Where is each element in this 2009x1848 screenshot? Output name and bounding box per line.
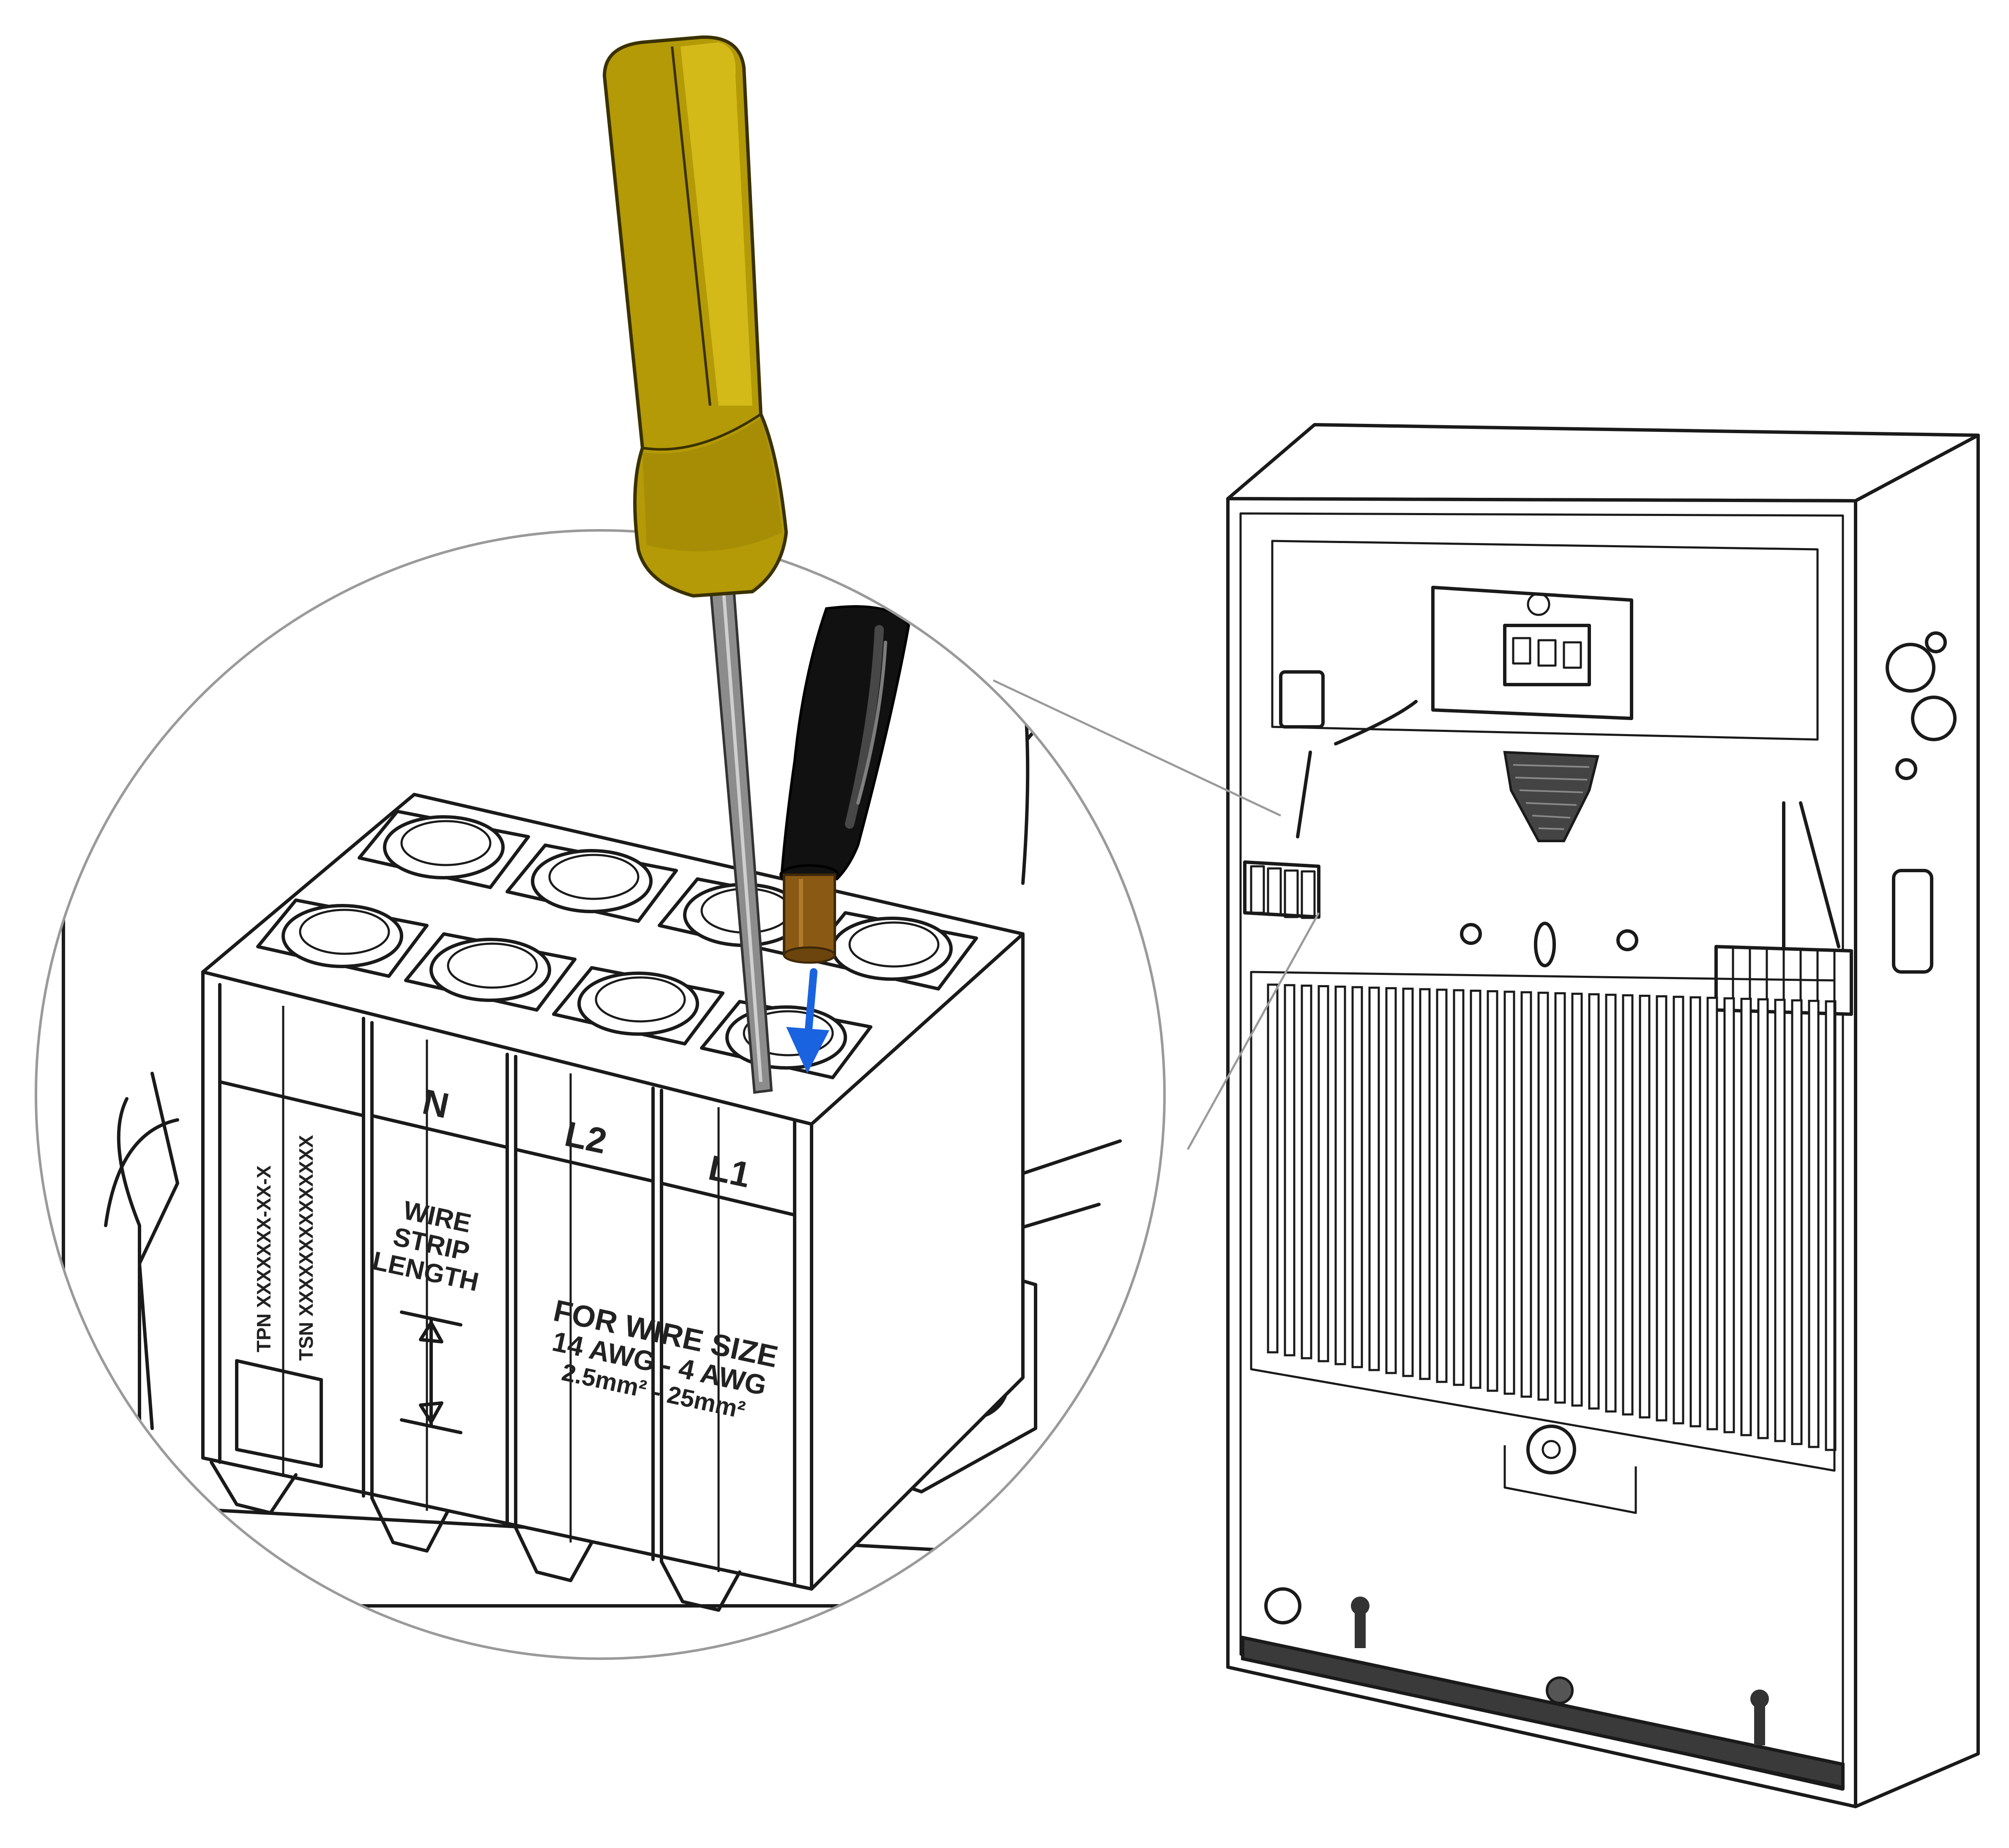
copper-conductor (783, 874, 836, 956)
heatsink-fin (1487, 990, 1498, 1392)
heatsink-fin (1774, 999, 1786, 1442)
heatsink-fin (1334, 985, 1346, 1365)
heatsink-fin (1673, 996, 1684, 1425)
insert-direction-arrow (786, 968, 829, 1073)
heatsink-fin (1723, 997, 1735, 1433)
heatsink-fin (1588, 993, 1600, 1410)
fan-grille (1503, 751, 1599, 842)
charger-unit (1226, 423, 1980, 1808)
contactor-module (1431, 586, 1633, 720)
screwdriver-handle-highlight (681, 42, 752, 406)
heatsink-fins (1267, 983, 1837, 1451)
heatsink-fin (1402, 988, 1414, 1377)
heatsink-fin (1301, 984, 1312, 1359)
wire (779, 605, 910, 964)
heatsink-fin (1470, 989, 1481, 1389)
strip-length-gauge (400, 1310, 462, 1434)
bottom-stud (1546, 1676, 1574, 1704)
bottom-stud (1351, 1597, 1369, 1648)
bottom-stud (1750, 1690, 1769, 1745)
heatsink-fin (1791, 999, 1803, 1445)
heatsink-fin (1656, 995, 1667, 1422)
mounting-hole (1534, 922, 1556, 967)
heatsink-fin (1757, 998, 1769, 1439)
side-knockout (1911, 696, 1957, 741)
heatsink-fin (1284, 984, 1296, 1357)
heatsink-fin (1605, 994, 1617, 1413)
magnified-detail: TPN XXXXXXX-XX-X TSN XXXXXXXXXXXXXX N L2… (36, 530, 1164, 1659)
callout-line (992, 679, 1282, 817)
side-knockout (1925, 631, 1947, 653)
heatsink-fin (1808, 999, 1820, 1448)
pole-label-l2: L2 (561, 1114, 610, 1161)
ground-stud (1526, 1425, 1576, 1474)
input-terminal-block-small (1243, 860, 1320, 919)
callout-line (1186, 912, 1320, 1150)
heatsink-fin (1351, 986, 1363, 1368)
heatsink-fin (1689, 996, 1701, 1428)
heatsink-fin (1622, 994, 1634, 1416)
screwdriver (602, 35, 788, 598)
heatsink-fin (1706, 996, 1718, 1430)
mounting-hole (1460, 923, 1482, 945)
heatsink-fin (1554, 992, 1566, 1404)
heatsink-fin (1317, 985, 1329, 1362)
heatsink-fin (1639, 994, 1651, 1419)
bottom-gasket (1241, 1635, 1845, 1790)
tpn-label: TPN XXXXXXX-XX-X (253, 1165, 275, 1352)
heatsink-fin (1571, 993, 1583, 1407)
magnifier-circle (35, 529, 1166, 1660)
heatsink-fin (1436, 988, 1448, 1383)
tsn-label: TSN XXXXXXXXXXXXXX (295, 1135, 317, 1361)
side-knockout (1886, 643, 1935, 693)
heatsink-fin (1385, 987, 1397, 1374)
charger-side-panel (1854, 434, 1980, 1808)
heatsink-fin (1419, 988, 1431, 1380)
side-knockout (1895, 758, 1917, 780)
cable-gland-opening (1264, 1587, 1301, 1624)
heatsink-fin (1368, 986, 1380, 1371)
heatsink-fin (1453, 989, 1465, 1386)
label-box (235, 1359, 323, 1468)
charger-top-panel (1226, 423, 1980, 502)
side-window (1892, 869, 1933, 974)
heatsink-fin (1537, 991, 1549, 1401)
heatsink-fin (1520, 991, 1532, 1398)
heatsink-fin (1503, 991, 1515, 1395)
heatsink-fin (1267, 983, 1279, 1354)
pole-label-l1: L1 (705, 1147, 754, 1195)
mounting-hole (1616, 929, 1638, 951)
heatsink-fin (1740, 998, 1752, 1436)
